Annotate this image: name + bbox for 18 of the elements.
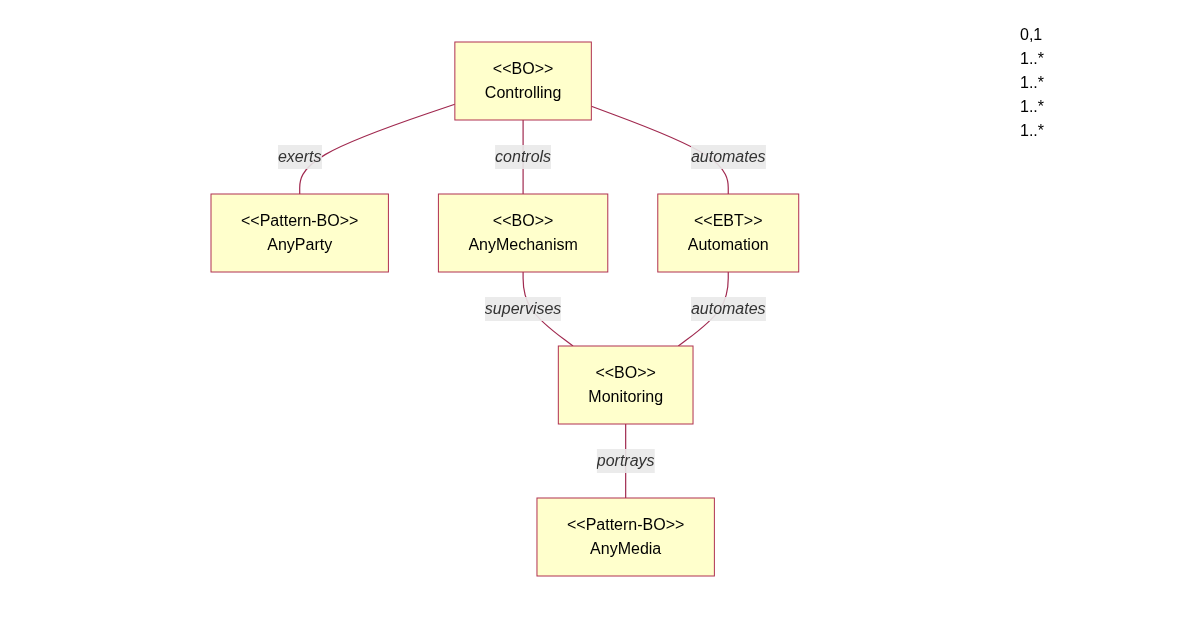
connector — [299, 103, 456, 195]
node-box: <<BO>> Monitoring — [557, 345, 694, 425]
node-box: <<BO>> Controlling — [454, 41, 592, 121]
edge-label: automates — [691, 300, 766, 317]
multiplicity-label: 1..* — [1020, 98, 1045, 116]
node-box: <<Pattern-BO>> AnyMedia — [536, 497, 715, 577]
multiplicity-label: 1..* — [1020, 122, 1045, 140]
multiplicity-label: 1..* — [1020, 50, 1045, 68]
node-box: <<Pattern-BO>> AnyParty — [210, 193, 390, 273]
edge-label: exerts — [278, 148, 322, 165]
multiplicity-label: 0,1 — [1020, 26, 1044, 44]
edge-label: supervises — [484, 300, 562, 317]
node-box: <<EBT>> Automation — [657, 193, 800, 273]
edge-label: automates — [691, 148, 766, 165]
node-box: <<BO>> AnyMechanism — [438, 193, 609, 273]
edge-label: controls — [495, 148, 552, 165]
edge-label: portrays — [596, 452, 655, 469]
multiplicity-label: 1..* — [1020, 74, 1045, 92]
